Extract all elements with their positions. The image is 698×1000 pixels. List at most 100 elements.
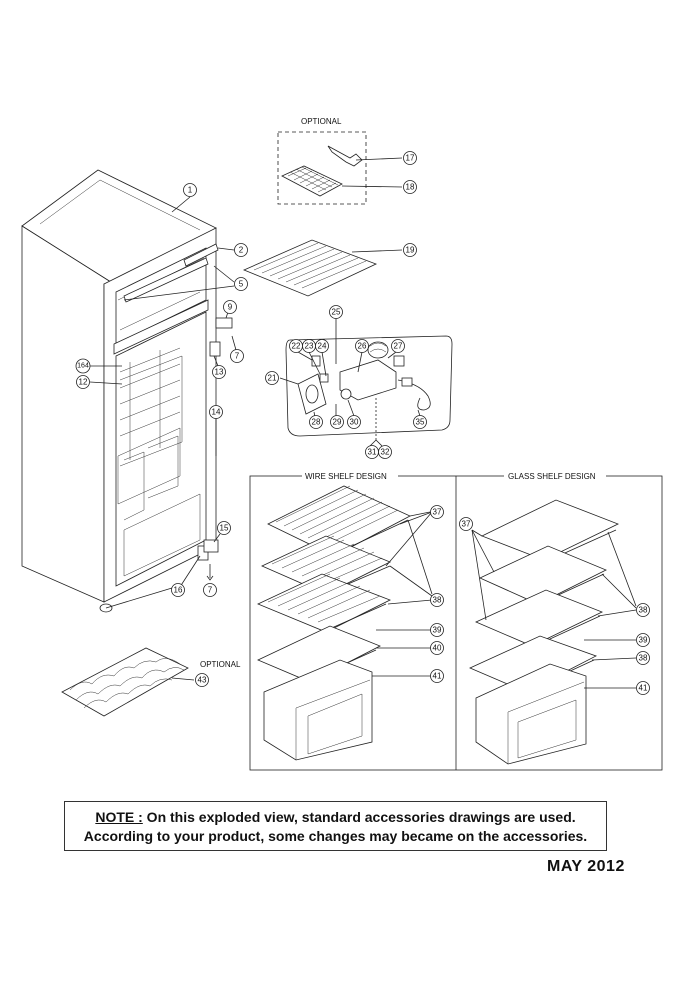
svg-text:41: 41 (433, 672, 442, 681)
callout-22: 22 (289, 339, 303, 353)
svg-text:38: 38 (433, 596, 442, 605)
callout-39-wire: 39 (430, 623, 444, 637)
callout-28: 28 (309, 415, 323, 429)
svg-text:17: 17 (406, 154, 415, 163)
svg-text:40: 40 (433, 644, 442, 653)
svg-text:16: 16 (174, 586, 183, 595)
svg-text:38: 38 (639, 654, 648, 663)
callout-29: 29 (330, 415, 344, 429)
freezer-wire-shelf (242, 239, 403, 297)
svg-text:2: 2 (239, 246, 244, 255)
door-switch (209, 341, 221, 357)
svg-text:9: 9 (228, 303, 233, 312)
callout-19: 19 (403, 243, 417, 257)
callout-7b: 7 (203, 583, 217, 597)
callout-41-glass: 41 (636, 681, 650, 695)
callout-39-glass: 39 (636, 633, 650, 647)
svg-text:5: 5 (239, 280, 244, 289)
note-line-2: According to your product, some changes … (83, 828, 588, 844)
svg-text:32: 32 (381, 448, 390, 457)
optional-label-bottom: OPTIONAL (200, 660, 241, 669)
callout-37-glass: 37 (459, 517, 473, 531)
callout-23: 23 (302, 339, 316, 353)
svg-text:164: 164 (77, 363, 89, 370)
callout-18: 18 (403, 180, 417, 194)
svg-text:13: 13 (215, 368, 224, 377)
svg-text:18: 18 (406, 183, 415, 192)
callout-12: 12 (76, 375, 90, 389)
note-prefix: NOTE : (95, 809, 143, 825)
fridge-compartment (115, 311, 207, 587)
date-label: MAY 2012 (547, 858, 625, 875)
thermostat-assembly (279, 318, 453, 447)
part-callouts: 1 2 5 9 7 13 14 15 16 7 164 12 17 18 19 … (75, 151, 650, 695)
callout-24: 24 (315, 339, 329, 353)
freezer-switch (215, 317, 233, 329)
svg-text:21: 21 (268, 374, 277, 383)
note-box: NOTE : On this exploded view, standard a… (64, 801, 607, 851)
callout-16: 16 (171, 583, 185, 597)
note-line-1: NOTE : On this exploded view, standard a… (65, 808, 606, 827)
callout-164: 164 (75, 358, 91, 374)
capillary-coil (367, 341, 389, 359)
svg-text:29: 29 (333, 418, 342, 427)
glass-shelf-column (469, 499, 637, 765)
callout-15: 15 (217, 521, 231, 535)
callout-13: 13 (212, 365, 226, 379)
callout-5: 5 (234, 277, 248, 291)
top-hinge-bracket (183, 243, 219, 267)
ice-scoop (327, 145, 363, 167)
optional-dashed-box (277, 131, 367, 205)
svg-text:12: 12 (79, 378, 88, 387)
callout-38-wire: 38 (430, 593, 444, 607)
callout-25: 25 (329, 305, 343, 319)
optional-label-top: OPTIONAL (301, 117, 342, 126)
callout-38-glass-b: 38 (636, 651, 650, 665)
svg-text:31: 31 (368, 448, 377, 457)
callout-40-wire: 40 (430, 641, 444, 655)
callout-35: 35 (413, 415, 427, 429)
svg-text:22: 22 (292, 342, 301, 351)
callout-43: 43 (195, 673, 209, 687)
callout-14: 14 (209, 405, 223, 419)
thermostat-box (339, 359, 397, 401)
svg-text:1: 1 (188, 186, 193, 195)
knob (340, 388, 352, 400)
svg-text:27: 27 (394, 342, 403, 351)
svg-text:19: 19 (406, 246, 415, 255)
optional-ice-tray-group: OPTIONAL (277, 117, 403, 205)
refrigerator-cabinet (21, 169, 237, 613)
svg-text:37: 37 (462, 520, 471, 529)
callout-30: 30 (347, 415, 361, 429)
svg-text:23: 23 (305, 342, 314, 351)
svg-text:30: 30 (350, 418, 359, 427)
svg-text:14: 14 (212, 408, 221, 417)
shelf-design-section: WIRE SHELF DESIGN GLASS SHELF DESIGN (249, 470, 663, 771)
svg-text:39: 39 (639, 636, 648, 645)
wine-rack: OPTIONAL (61, 647, 241, 717)
wire-shelf-design-label: WIRE SHELF DESIGN (305, 472, 387, 481)
svg-text:35: 35 (416, 418, 425, 427)
callout-31: 31 (365, 445, 379, 459)
svg-text:24: 24 (318, 342, 327, 351)
svg-text:28: 28 (312, 418, 321, 427)
callout-27: 27 (391, 339, 405, 353)
svg-text:7: 7 (235, 352, 240, 361)
cabinet-left-side (21, 225, 116, 603)
ice-tray (281, 165, 343, 197)
bottom-hinge (203, 539, 219, 553)
wire-shelf-column (257, 485, 433, 761)
svg-text:7: 7 (208, 586, 213, 595)
note-text-1: On this exploded view, standard accessor… (142, 809, 576, 825)
callout-1: 1 (183, 183, 197, 197)
svg-text:15: 15 (220, 524, 229, 533)
callout-32: 32 (378, 445, 392, 459)
callout-2: 2 (234, 243, 248, 257)
cable (397, 379, 431, 411)
svg-text:37: 37 (433, 508, 442, 517)
callout-9: 9 (223, 300, 237, 314)
callout-37-wire: 37 (430, 505, 444, 519)
svg-text:26: 26 (358, 342, 367, 351)
callout-7a: 7 (230, 349, 244, 363)
callout-26: 26 (355, 339, 369, 353)
